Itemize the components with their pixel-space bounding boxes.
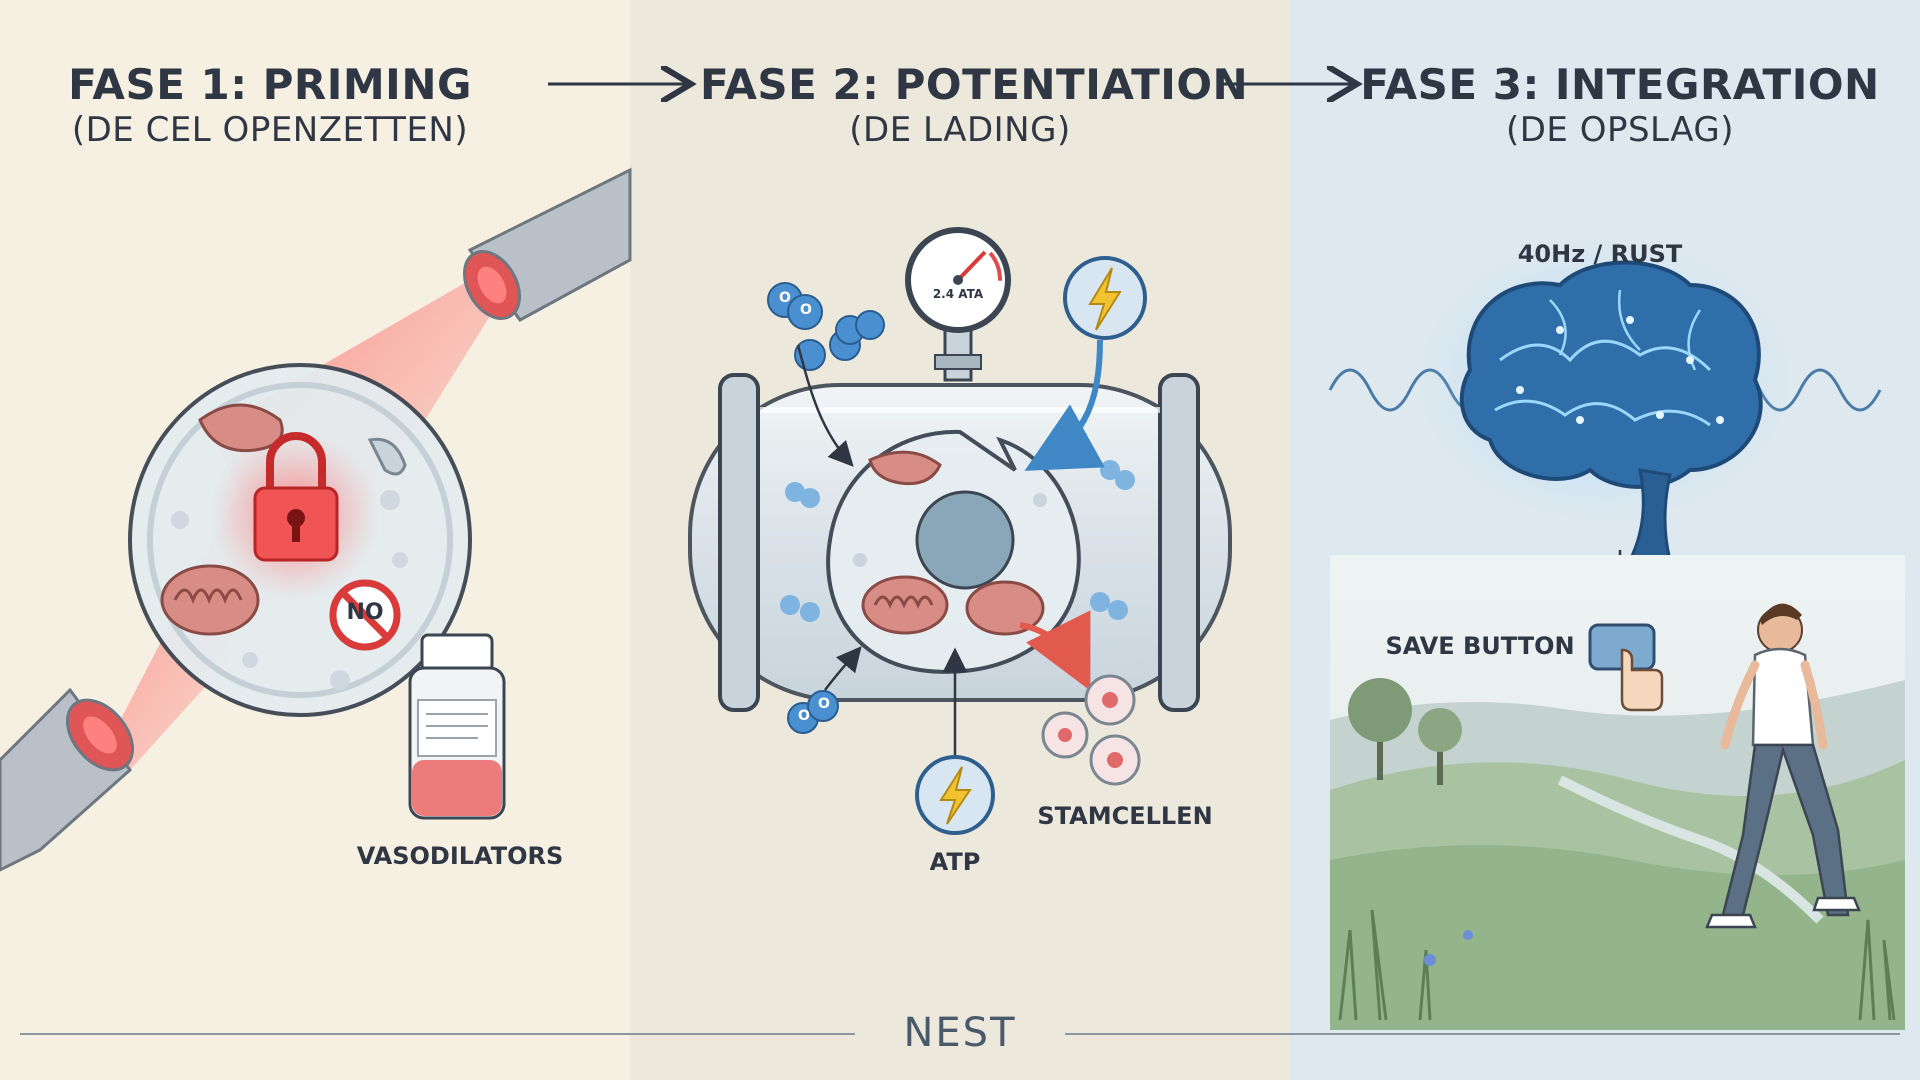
energy-arrow-in: [1024, 339, 1105, 471]
lightning-icon-top: [1063, 256, 1147, 340]
pressure-gauge-icon: [905, 227, 1011, 382]
stemcell-arrow: [1019, 610, 1091, 691]
lightning-icon-atp: [915, 755, 995, 835]
laser-device-bottom-icon: [0, 687, 135, 872]
phase-3-title: FASE 3: INTEGRATION: [1360, 60, 1880, 109]
phase-2-title: FASE 2: POTENTIATION: [700, 60, 1249, 109]
hz-rest-label: 40Hz / RUST: [1517, 240, 1683, 268]
phase-2-subtitle: (DE LADING): [849, 110, 1071, 150]
vasodilators-label: VASODILATORS: [356, 842, 564, 870]
cell-in-chamber: [826, 429, 1081, 674]
save-button-icon: [1588, 623, 1664, 712]
stem-cells: [1041, 674, 1141, 786]
phase-1-subtitle: (DE CEL OPENZETTEN): [71, 110, 469, 150]
oxygen-label-4: O: [818, 696, 830, 712]
oxygen-label-1: O: [779, 290, 791, 306]
no-sign-icon: [329, 579, 401, 651]
oxygen-arrow-in: [796, 344, 854, 467]
walking-person-icon: [1705, 603, 1861, 929]
laser-device-top-icon: [463, 167, 632, 322]
oxygen-molecules: [767, 282, 1135, 734]
panel-1-illustration: [0, 167, 632, 872]
phase-1-title: FASE 1: PRIMING: [68, 60, 472, 109]
lock-icon: [253, 432, 339, 562]
oxygen-label-3: O: [798, 708, 810, 724]
save-button-label: SAVE BUTTON: [1385, 632, 1575, 660]
gauge-label: 2.4 ATA: [932, 287, 984, 301]
panel-3-illustration: [1328, 240, 1905, 1030]
oxygen-label-2: O: [800, 302, 812, 318]
brain-icon: [1420, 240, 1790, 562]
stamcellen-label: STAMCELLEN: [1037, 802, 1213, 830]
panel-2-illustration: [688, 227, 1232, 835]
no-badge-label: NO: [346, 600, 384, 625]
oxygen-arrow-bottom: [824, 646, 862, 691]
brand-logo: NEST: [903, 1010, 1017, 1056]
phase-3-subtitle: (DE OPSLAG): [1505, 110, 1735, 150]
atp-label: ATP: [929, 848, 981, 876]
vial-icon: [408, 633, 506, 820]
